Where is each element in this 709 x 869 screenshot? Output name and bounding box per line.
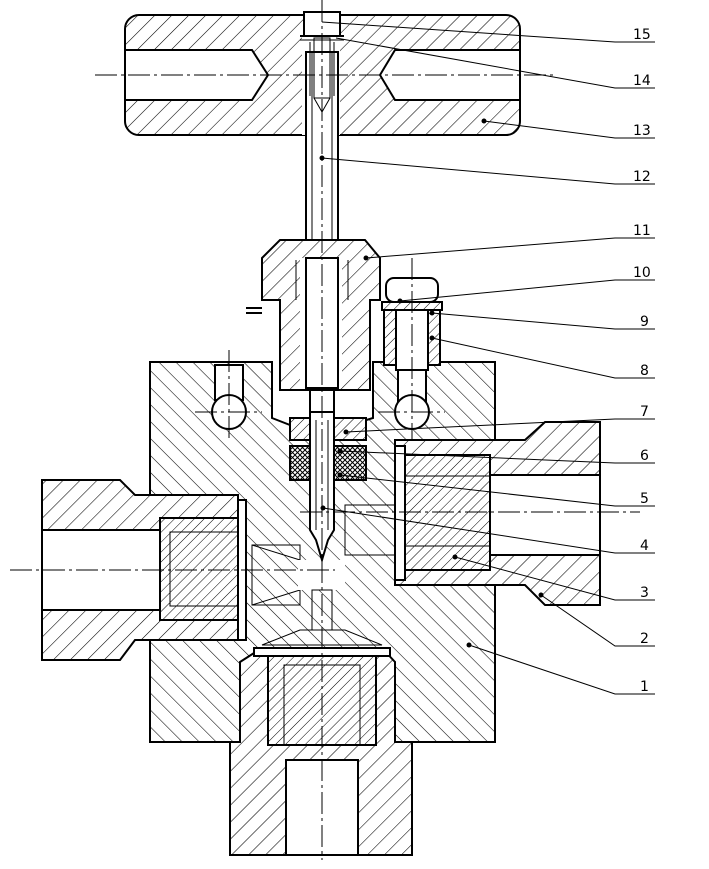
- part-label-5: 5: [640, 491, 649, 507]
- part-label-9: 9: [640, 314, 649, 330]
- part-label-1: 1: [640, 679, 649, 695]
- part-labels: 15 14 13 12 11 10 9 8 7 6 5 4 3 2 1: [633, 27, 651, 695]
- part-label-4: 4: [640, 538, 649, 554]
- part-label-11: 11: [633, 223, 651, 239]
- part-label-14: 14: [633, 73, 651, 89]
- needle-assembly: [289, 389, 367, 564]
- part-label-13: 13: [633, 123, 651, 139]
- part-label-15: 15: [633, 27, 651, 43]
- bottom-fitting: [229, 647, 413, 856]
- part-label-3: 3: [640, 585, 649, 601]
- centre-lines: [10, 0, 640, 860]
- part-label-6: 6: [640, 448, 649, 464]
- leader-lines: [319, 21, 655, 695]
- right-fitting: [394, 421, 601, 606]
- part-label-7: 7: [640, 404, 649, 420]
- part-label-10: 10: [633, 265, 651, 281]
- part-label-12: 12: [633, 169, 651, 185]
- part-label-8: 8: [640, 363, 649, 379]
- part-label-2: 2: [640, 631, 649, 647]
